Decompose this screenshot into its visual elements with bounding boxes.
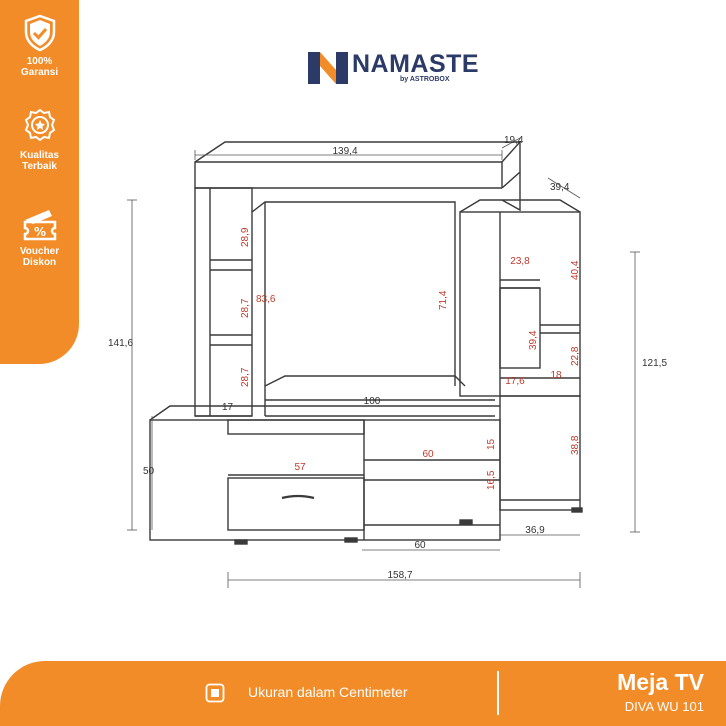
product-code: DIVA WU 101: [624, 699, 704, 714]
dim-right-bottom: 38,8: [570, 435, 581, 455]
svg-text:%: %: [33, 225, 45, 239]
dim-base-height: 50: [143, 466, 155, 477]
dim-right-top: 40,4: [570, 260, 581, 280]
right-inner-box: [499, 287, 541, 369]
right-base-cabinet: [499, 395, 581, 511]
ruler-square-icon: [205, 683, 225, 703]
badge-label: 100% Garansi: [20, 56, 59, 78]
dim-right-inner-width: 23,8: [510, 256, 530, 267]
canopy-bracket: [501, 172, 521, 212]
dim-shelf-top: 28,9: [240, 227, 251, 247]
badge-quality: Kualitas Terbaik: [0, 108, 79, 172]
dim-right-mid: 22,8: [570, 346, 581, 366]
dim-bottom-right: 36,9: [525, 525, 545, 536]
dim-middle-width: 60: [422, 449, 434, 460]
brand-sub: by ASTROBOX: [400, 76, 450, 83]
dim-right-height: 121,5: [642, 358, 667, 369]
dim-shelf-low: 28,7: [240, 367, 251, 387]
base-shelf-strip: [227, 419, 365, 435]
footer-divider: [497, 671, 499, 715]
dim-right-low-right: 18: [550, 370, 562, 381]
dim-opening-width: 100: [364, 396, 381, 407]
dim-right-low-left: 17,6: [505, 376, 525, 387]
dim-opening-height-right: 71,4: [438, 290, 449, 310]
dim-bottom-center: 60: [414, 540, 426, 551]
badge-label: Voucher Diskon: [19, 246, 60, 268]
dim-total-width: 158,7: [387, 570, 412, 581]
dim-side-depth: 39,4: [550, 182, 570, 193]
product-title: Meja TV: [617, 669, 704, 695]
brand-name: NAMASTE: [352, 50, 480, 78]
canopy-top: [194, 141, 522, 163]
drawer-front: [227, 477, 365, 531]
award-medal-icon: [24, 108, 55, 142]
unit-caption: Ukuran dalam Centimeter: [248, 684, 408, 700]
badge-label: Kualitas Terbaik: [20, 150, 59, 172]
drawer-handle: [281, 494, 315, 500]
dim-left-small: 17: [222, 402, 234, 413]
base-top: [149, 405, 500, 421]
dim-top-depth: 19,4: [504, 135, 524, 146]
dim-top-width: 139,4: [332, 146, 357, 157]
dim-drawer-width: 57: [294, 462, 306, 473]
sidebar-badges: 100% Garansi Kualitas Terbaik % Voucher …: [0, 0, 79, 364]
tv-opening: [251, 201, 456, 386]
percent-ticket-icon: %: [23, 210, 56, 241]
dim-middle-height-b: 16,5: [486, 470, 497, 490]
right-tower-top: [459, 199, 581, 213]
footer-bar: Ukuran dalam Centimeter Meja TV DIVA WU …: [0, 661, 726, 726]
canopy-side: [501, 142, 521, 189]
dim-middle-height-a: 15: [486, 438, 497, 450]
dim-shelf-mid: 28,7: [240, 298, 251, 318]
dim-total-height: 141,6: [108, 338, 133, 349]
shield-check-icon: [24, 14, 55, 52]
canopy-front: [194, 161, 503, 188]
furniture-dimension-diagram: 139,4 19,4 39,4 141,6 121,5 50 60 36,9 1…: [108, 135, 667, 588]
badge-warranty: 100% Garansi: [0, 14, 79, 78]
dim-opening-height-left: 83,6: [256, 294, 276, 305]
dim-right-inner-height: 39,4: [528, 330, 539, 350]
tv-shelf: [264, 375, 466, 387]
badge-voucher: % Voucher Diskon: [0, 206, 79, 268]
namaste-logo-icon: [308, 52, 348, 84]
